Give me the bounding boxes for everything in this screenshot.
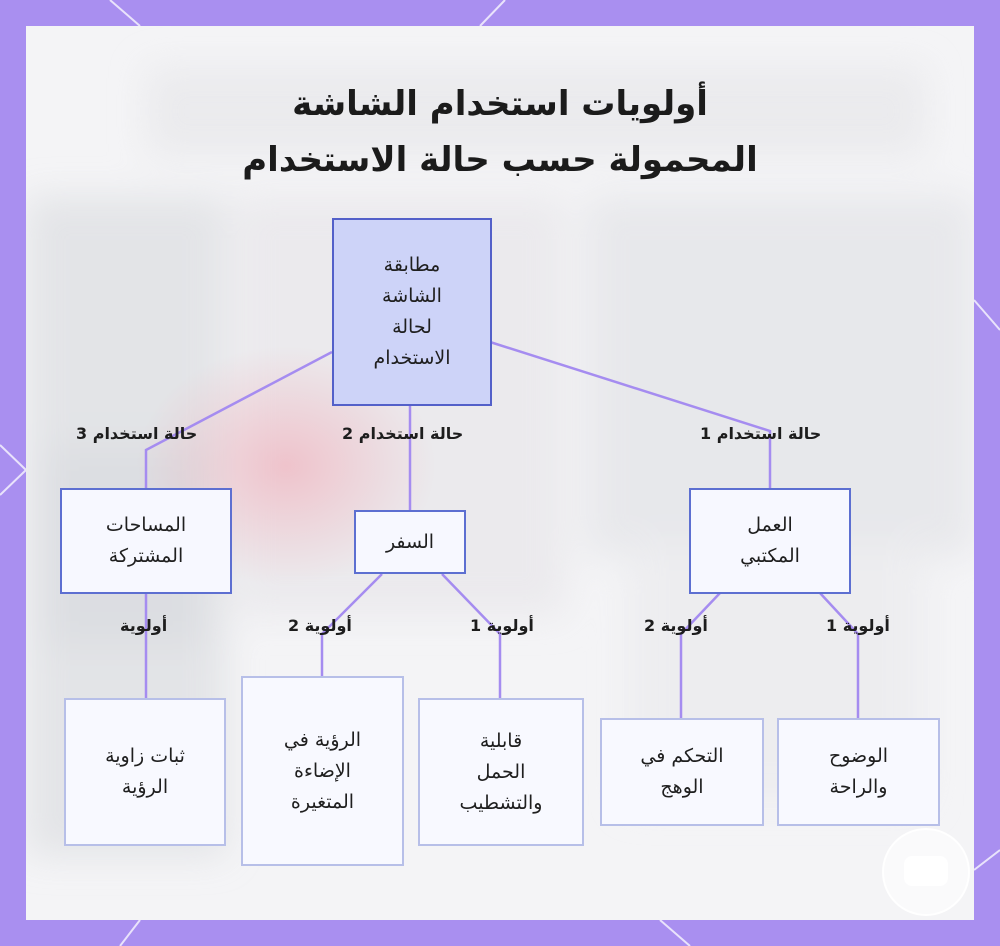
edge-label-use-case-1: حالة استخدام 1 — [700, 424, 822, 443]
edge-label-shared-priority: أولوية — [120, 616, 168, 635]
root-node: مطابقة الشاشة لحالة الاستخدام — [332, 218, 492, 406]
edge-label-use-case-2: حالة استخدام 2 — [342, 424, 464, 443]
node-clarity-comfort: الوضوح والراحة — [777, 718, 940, 826]
chat-button[interactable] — [882, 828, 970, 916]
edge-label-travel-priority-1: أولوية 1 — [470, 616, 534, 635]
diagram-title: أولويات استخدام الشاشة المحمولة حسب حالة… — [26, 76, 974, 188]
title-line-1: أولويات استخدام الشاشة — [292, 84, 708, 124]
edge-root-office — [489, 340, 772, 488]
node-variable-lighting: الرؤية في الإضاءة المتغيرة — [241, 676, 404, 866]
edge-office-glare — [679, 592, 721, 718]
edge-office-clarity — [819, 592, 860, 718]
edge-travel-portability — [441, 573, 502, 698]
node-glare-control: التحكم في الوهج — [600, 718, 764, 826]
node-viewing-angle: ثبات زاوية الرؤية — [64, 698, 226, 846]
diagram-card: أولويات استخدام الشاشة المحمولة حسب حالة… — [26, 26, 974, 920]
node-shared-spaces: المساحات المشتركة — [60, 488, 232, 594]
edge-travel-lighting — [320, 573, 383, 676]
node-office: العمل المكتبي — [689, 488, 851, 594]
node-travel: السفر — [354, 510, 466, 574]
title-line-2: المحمولة حسب حالة الاستخدام — [242, 140, 758, 180]
edge-label-office-priority-2: أولوية 2 — [644, 616, 708, 635]
edges-layer — [144, 340, 860, 718]
edge-root-shared — [144, 350, 333, 488]
chat-bubble-icon — [904, 856, 948, 886]
edge-label-office-priority-1: أولوية 1 — [826, 616, 890, 635]
edge-label-use-case-3: حالة استخدام 3 — [76, 424, 198, 443]
node-portability-finish: قابلية الحمل والتشطيب — [418, 698, 584, 846]
edge-label-travel-priority-2: أولوية 2 — [288, 616, 352, 635]
